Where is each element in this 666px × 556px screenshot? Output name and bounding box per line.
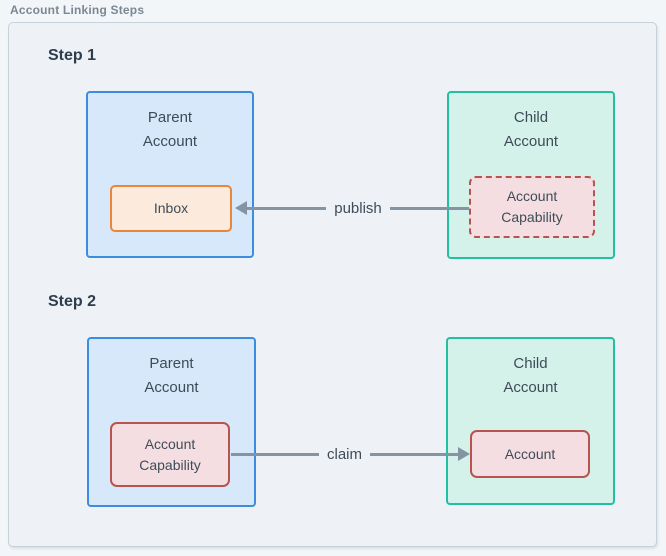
step-2-parent-account-box: Parent Account Account Capability — [87, 337, 256, 507]
step-1-arrow-label: publish — [334, 199, 382, 217]
arrow-right-head-icon — [458, 447, 471, 461]
arrow-line — [389, 206, 470, 210]
step-2-account-box: Account — [470, 430, 590, 478]
step-1-parent-account-label: Parent Account — [142, 109, 198, 150]
step-1-account-capability-box: Account Capability — [469, 176, 595, 238]
arrow-line — [370, 452, 459, 456]
arrow-left-head-icon — [235, 201, 247, 215]
step-1-parent-account-box: Parent Account Inbox — [86, 91, 254, 258]
step-2-arrow-label: claim — [327, 445, 363, 463]
step-1-publish-arrow: publish — [235, 196, 470, 220]
arrow-line — [231, 452, 319, 456]
step-2-child-account-label: Child Account — [503, 355, 558, 396]
step-2-child-account-box: Child Account Account — [446, 337, 615, 505]
step-1-child-account-label: Child Account — [503, 109, 559, 150]
diagram-title: Account Linking Steps — [10, 3, 145, 17]
step-2-heading: Step 2 — [48, 293, 97, 310]
step-2-account-capability-box: Account Capability — [110, 422, 230, 487]
step-1-heading: Step 1 — [48, 47, 97, 64]
step-2-claim-arrow: claim — [231, 442, 471, 466]
step-2-parent-account-label: Parent Account — [144, 355, 199, 396]
step-1-inbox-box: Inbox — [110, 185, 232, 232]
step-1-child-account-box: Child Account Account Capability — [447, 91, 615, 259]
arrow-line — [247, 206, 327, 210]
